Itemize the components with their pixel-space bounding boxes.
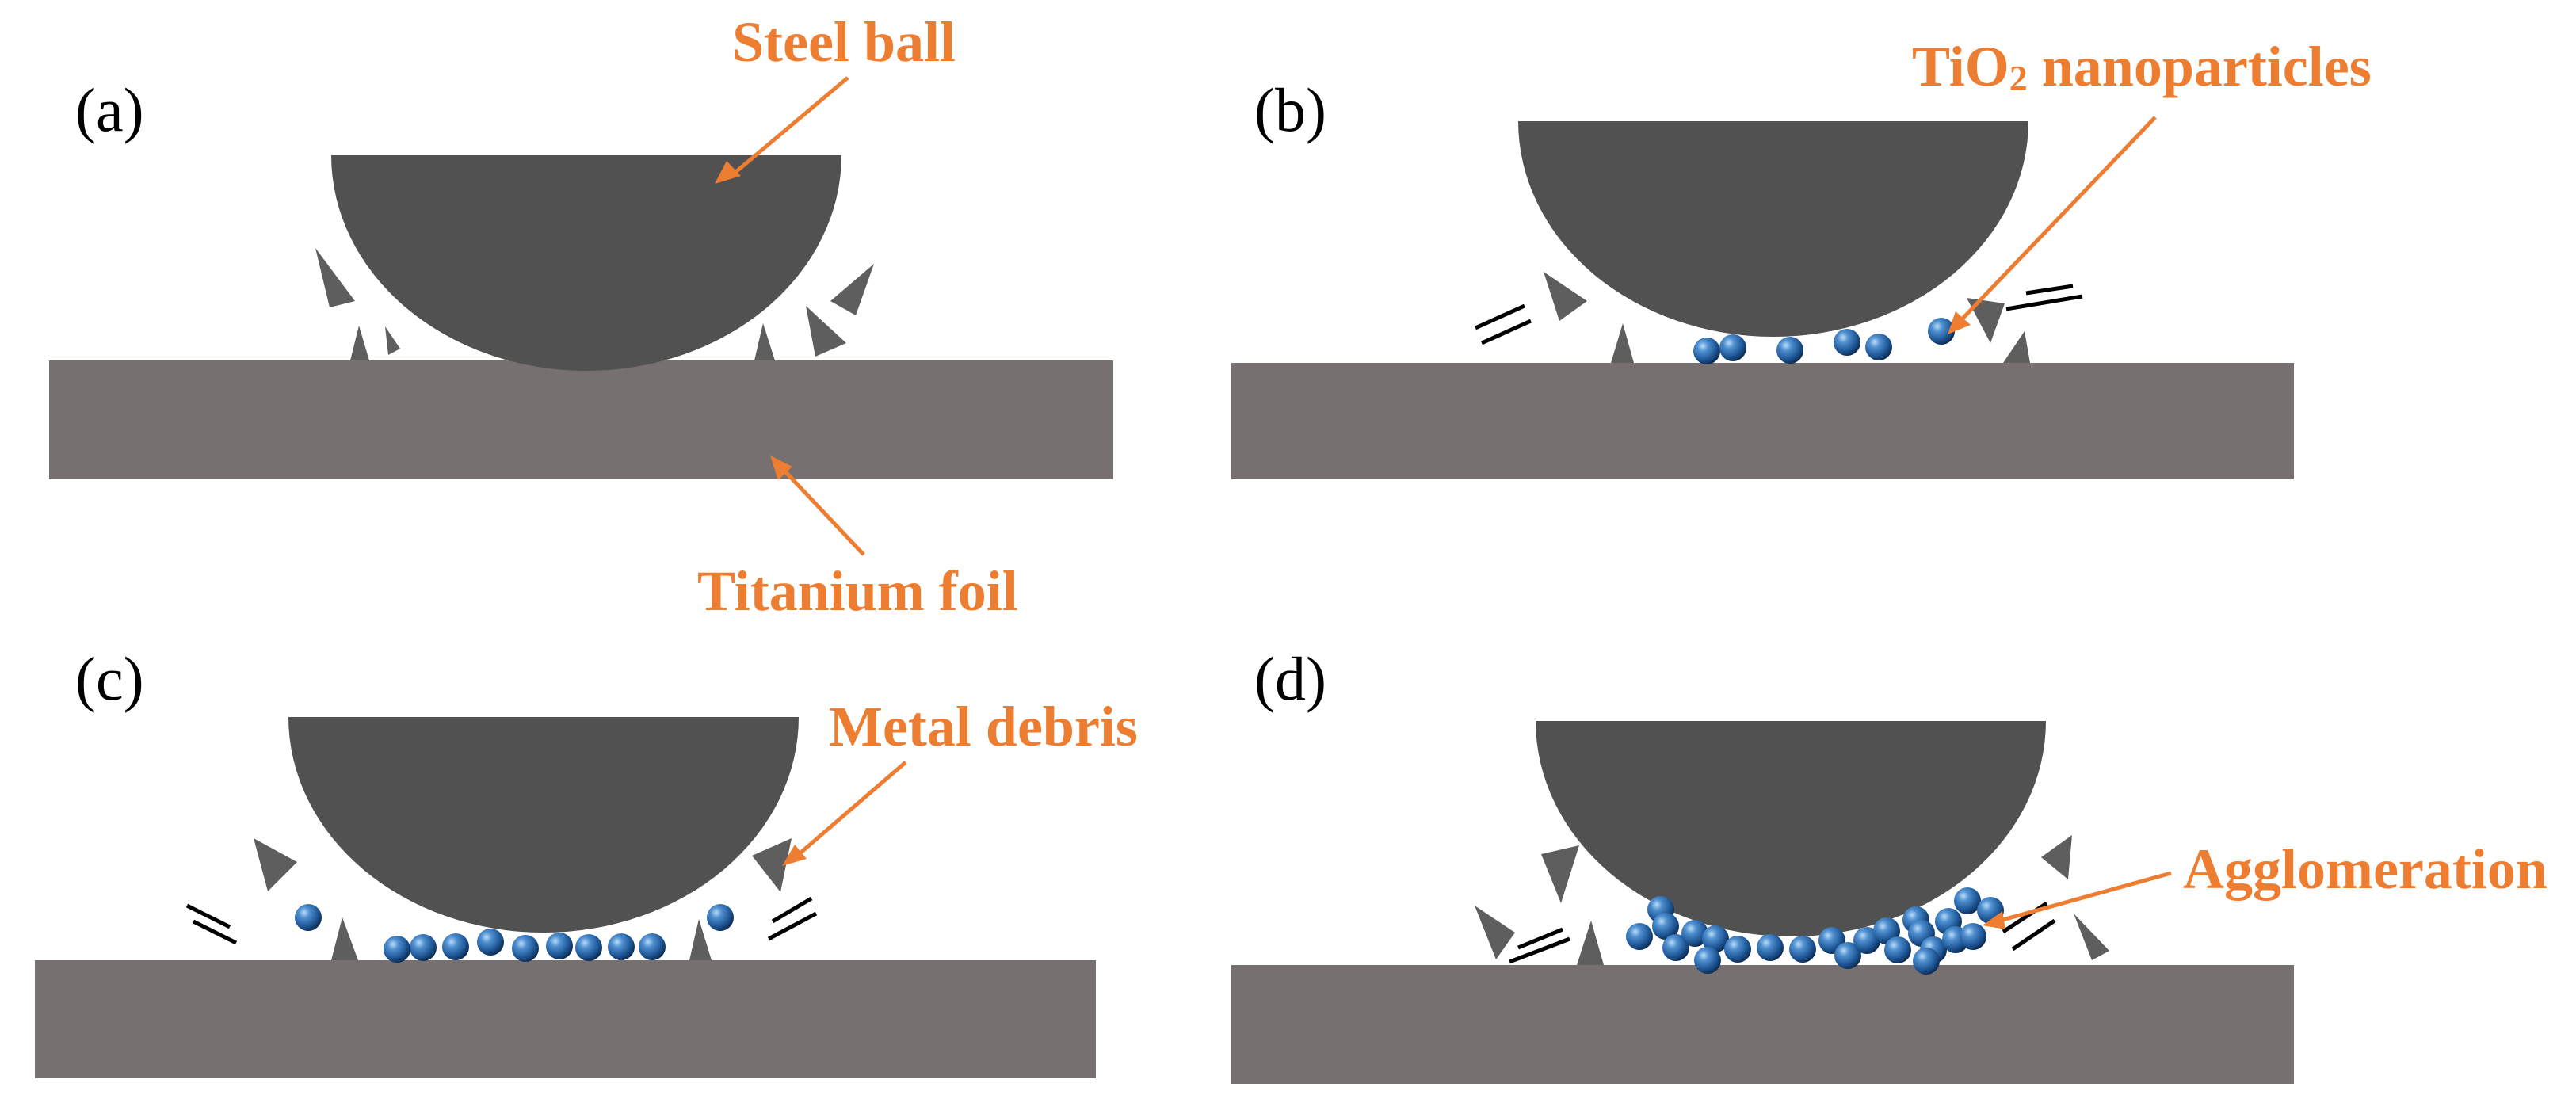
steel-ball-icon [331, 155, 841, 371]
motion-lines-icon [1474, 284, 2083, 345]
titanium-foil-arrowhead [770, 456, 792, 480]
agglomeration-callout: Agglomeration [2183, 837, 2547, 901]
titanium-foil-callout: Titanium foil [697, 559, 1018, 623]
agglomeration-arrowhead [1983, 911, 2005, 929]
metal-debris-arrow [796, 761, 907, 857]
metal-debris-icon [1544, 272, 2030, 363]
steel-ball-icon [1518, 121, 2028, 337]
titanium-foil-icon [1231, 965, 2294, 1084]
panel-label-b: (b) [1254, 75, 1326, 144]
steel-ball-arrow [731, 76, 849, 176]
tio2-nanoparticle-icon [1626, 887, 2004, 975]
motion-lines-icon [185, 896, 818, 945]
panel-c: (c) [35, 644, 1096, 1078]
agglomeration-arrow [1999, 871, 2172, 923]
panel-a: (a) [49, 75, 1113, 479]
steel-ball-callout: Steel ball [732, 10, 956, 74]
tio2-arrow [1959, 116, 2157, 322]
steel-ball-icon [1536, 721, 2046, 936]
metal-debris-icon [1475, 835, 2109, 965]
panel-label-d: (d) [1254, 644, 1326, 713]
panel-b: (b) [1231, 75, 2294, 479]
steel-ball-icon [288, 717, 799, 933]
tio2-callout: TiO2 nanoparticles [1912, 35, 2372, 98]
panel-label-a: (a) [75, 75, 144, 144]
steel-ball-arrowhead [715, 161, 741, 184]
titanium-foil-icon [49, 360, 1113, 479]
panel-d: (d) [1231, 644, 2294, 1084]
metal-debris-icon [315, 248, 874, 360]
panel-label-c: (c) [75, 644, 144, 713]
titanium-foil-icon [1231, 363, 2294, 479]
motion-lines-icon [1509, 901, 2056, 964]
tio2-nanoparticle-icon [1693, 318, 1955, 364]
annotations: Steel ball Titanium foil TiO2 nanopartic… [697, 10, 2547, 929]
metal-debris-arrowhead [782, 845, 807, 866]
titanium-foil-arrow [781, 467, 865, 556]
titanium-foil-icon [35, 960, 1096, 1078]
metal-debris-icon [254, 838, 792, 960]
tio2-arrowhead [1948, 311, 1971, 334]
metal-debris-callout: Metal debris [829, 695, 1138, 758]
tio2-nanoparticle-icon [295, 904, 734, 963]
